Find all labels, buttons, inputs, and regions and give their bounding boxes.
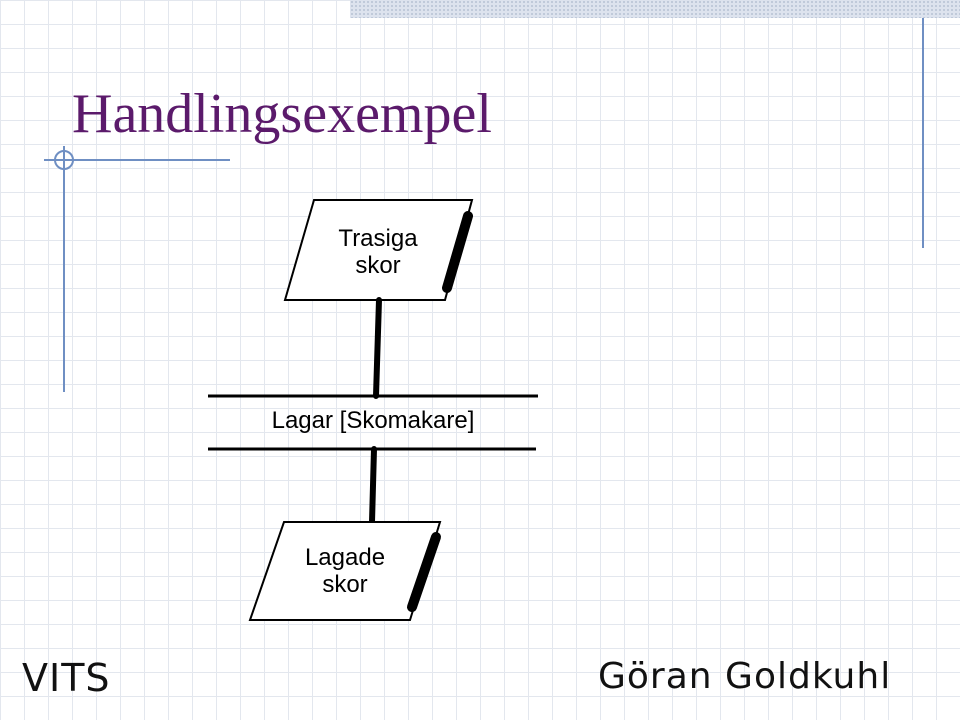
right-accent-rule [922,18,924,248]
output-object-label: Lagade skor [284,544,406,598]
connector-action-to-output [369,446,377,525]
output-object-line1: Lagade [304,544,386,571]
input-object-line2: skor [355,252,401,279]
footer-logo-vits: VITS [22,656,111,700]
input-object-shape [283,199,474,301]
top-decorative-band [350,0,960,18]
output-object-thick-edge [407,532,441,612]
output-object-shape [248,521,442,621]
title-crosshair-ornament [44,146,230,392]
output-object-line2: skor [322,571,368,598]
input-object-label: Trasiga skor [318,225,438,279]
input-object-line1: Trasiga [338,225,418,252]
input-object-thick-edge [442,211,473,293]
footer-author-name: Göran Goldkuhl [598,656,892,697]
slide-title: Handlingsexempel [72,83,492,145]
connector-input-to-action [373,297,382,399]
action-label: Lagar [Skomakare] [271,407,475,434]
